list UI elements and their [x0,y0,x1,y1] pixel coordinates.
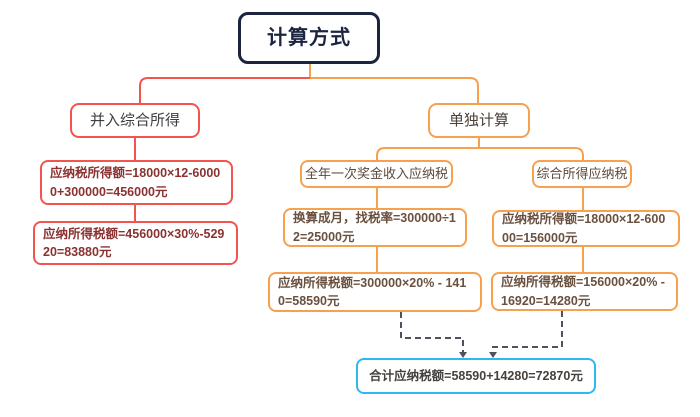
branch-node-separate-calc: 单独计算 [428,103,530,138]
connector-split-to-comp-node [479,147,584,160]
step-taxable-income-merged: 应纳税所得额=18000×12-60000+300000=456000元 [40,160,233,205]
arrowhead-bonus [459,352,467,358]
step-tax-amount-merged: 应纳所得税额=456000×30%-52920=83880元 [33,221,238,265]
total-tax-box: 合计应纳税额=58590+14280=72870元 [356,358,596,394]
connector-split-to-bonus-node [376,147,479,160]
arrowhead-comp [489,352,497,358]
root-node-title: 计算方式 [238,12,380,64]
connector-dashed-comp-to-total [492,311,563,353]
connector-title-to-right-node [310,77,479,103]
step-tax-amount-bonus: 应纳所得税额=300000×20% - 1410=58590元 [268,272,482,312]
subnode-annual-bonus-tax: 全年一次奖金收入应纳税 [300,160,453,188]
subnode-comprehensive-tax: 综合所得应纳税 [532,160,632,188]
connector-dashed-bonus-to-total [400,312,464,353]
step-monthly-rate-bonus: 换算成月，找税率=300000÷12=25000元 [283,208,467,247]
branch-node-merged-income: 并入综合所得 [70,103,200,138]
step-tax-amount-comp: 应纳所得税额=156000×20% - 16920=14280元 [491,272,678,311]
step-taxable-income-comp: 应纳税所得额=18000×12-60000=156000元 [492,210,680,247]
connector-title-to-left-node [139,77,310,103]
